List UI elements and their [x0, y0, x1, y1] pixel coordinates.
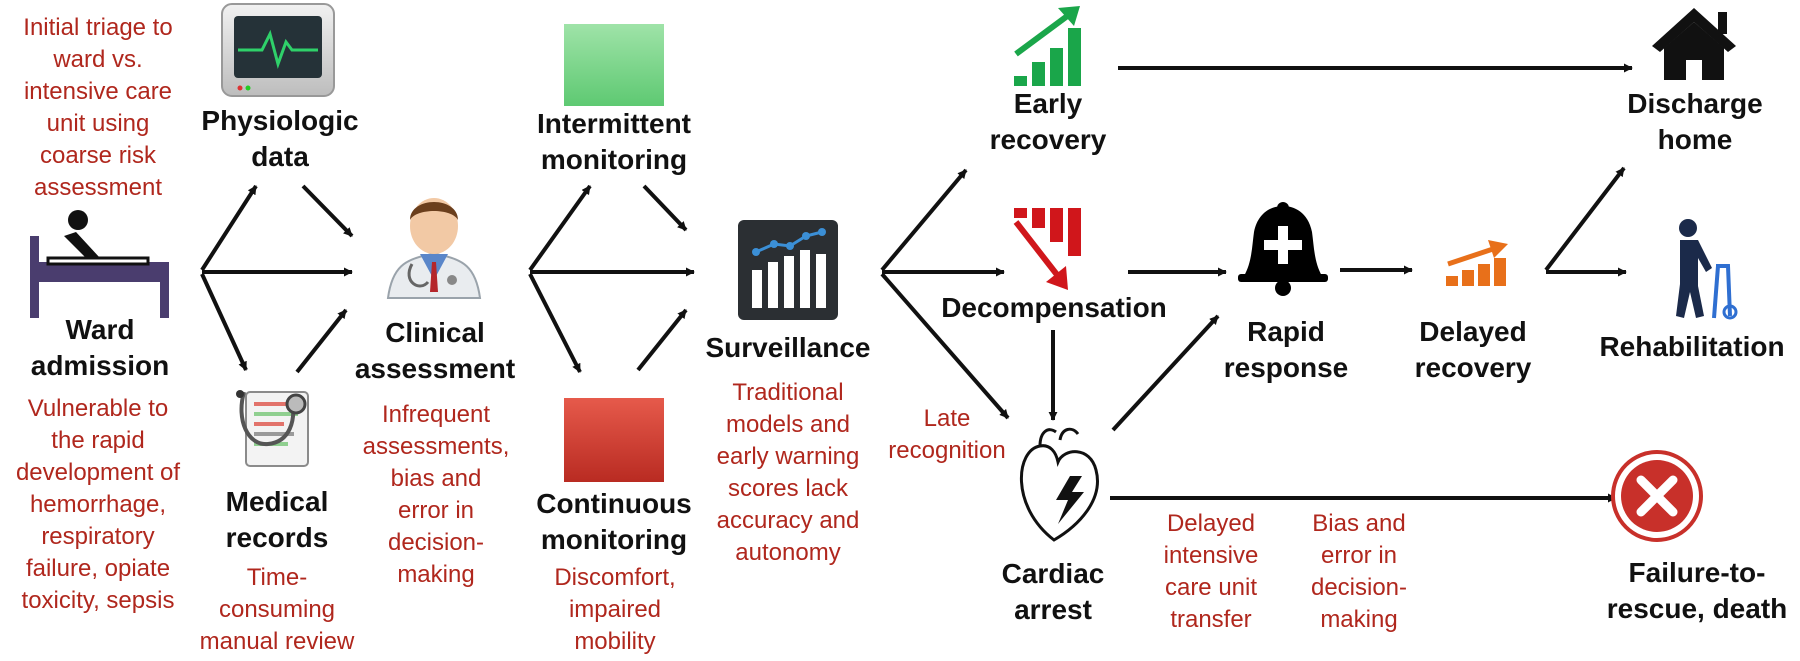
early-recovery-label: Early recovery: [989, 88, 1107, 155]
infrequent-assessments-note: Infrequent assessments, bias and error i…: [362, 401, 510, 588]
hospital-bed-icon: [30, 210, 169, 318]
delayed-recovery-label: Delayed recovery: [1414, 316, 1532, 383]
vulnerable-note: Vulnerable to the rapid development of h…: [15, 395, 181, 614]
arrow-continuous-to-surveillance: [636, 308, 688, 372]
intermittent-square-icon: [564, 24, 664, 106]
rehabilitation-label: Rehabilitation: [1599, 331, 1785, 362]
initial-triage-note: Initial triage to ward vs. intensive car…: [23, 14, 173, 201]
alarm-bell-icon: [1238, 202, 1328, 296]
doctor-icon: [386, 198, 482, 299]
arrow-ward-to-physiologic: [200, 184, 258, 272]
cardiac-arrest-label: Cardiac arrest: [1001, 558, 1105, 625]
arrow-clinical-to-intermittent: [528, 184, 592, 272]
arrow-surveillance-to-early: [880, 168, 968, 272]
discomfort-note: Discomfort, impaired mobility: [554, 564, 676, 655]
arrow-clinical-to-continuous: [528, 273, 582, 373]
time-consuming-note: Time- consuming manual review: [199, 564, 355, 655]
vital-monitor-icon: [221, 3, 335, 97]
bias-error-note: Bias and error in decision- making: [1310, 510, 1408, 633]
arrow-delayed-to-discharge: [1544, 166, 1626, 272]
arrow-records-to-clinical: [295, 308, 348, 374]
flow-arrows: [200, 63, 1633, 503]
delayed-icu-transfer-note: Delayed intensive care unit transfer: [1163, 510, 1259, 633]
discharge-home-label: Discharge home: [1627, 88, 1763, 155]
arrow-cardiac-to-rapid: [1111, 314, 1220, 432]
dashboard-chart-icon: [738, 220, 838, 320]
stethoscope-records-icon: [236, 390, 309, 467]
red-x-icon: [1611, 450, 1703, 542]
traditional-models-note: Traditional models and early warning sco…: [716, 379, 860, 566]
ward-admission-label: Ward admission: [30, 314, 170, 381]
surveillance-label: Surveillance: [705, 332, 871, 363]
rising-bars-icon: [1014, 6, 1081, 86]
medical-records-label: Medical records: [225, 486, 329, 553]
arrow-intermittent-to-surveillance: [642, 184, 688, 232]
clinical-assessment-label: Clinical assessment: [354, 317, 516, 384]
heart-lightning-icon: [1020, 427, 1099, 542]
physiologic-data-label: Physiologic data: [201, 105, 359, 172]
arrow-surveillance-to-cardiac: [880, 272, 1010, 420]
rapid-response-label: Rapid response: [1223, 316, 1349, 383]
continuous-monitoring-label: Continuous monitoring: [536, 488, 692, 555]
intermittent-monitoring-label: Intermittent monitoring: [537, 108, 691, 175]
slow-rising-bars-icon: [1446, 240, 1508, 286]
falling-bars-icon: [1013, 208, 1081, 290]
late-recognition-note: Late recognition: [888, 405, 1006, 464]
failure-to-rescue-label: Failure-to- rescue, death: [1606, 557, 1788, 624]
walker-person-icon: [1676, 219, 1738, 320]
decompensation-label: Decompensation: [941, 292, 1167, 323]
house-icon: [1652, 8, 1736, 80]
continuous-square-icon: [564, 398, 664, 482]
arrow-physiologic-to-clinical: [301, 184, 354, 238]
arrow-ward-to-records: [200, 273, 248, 371]
